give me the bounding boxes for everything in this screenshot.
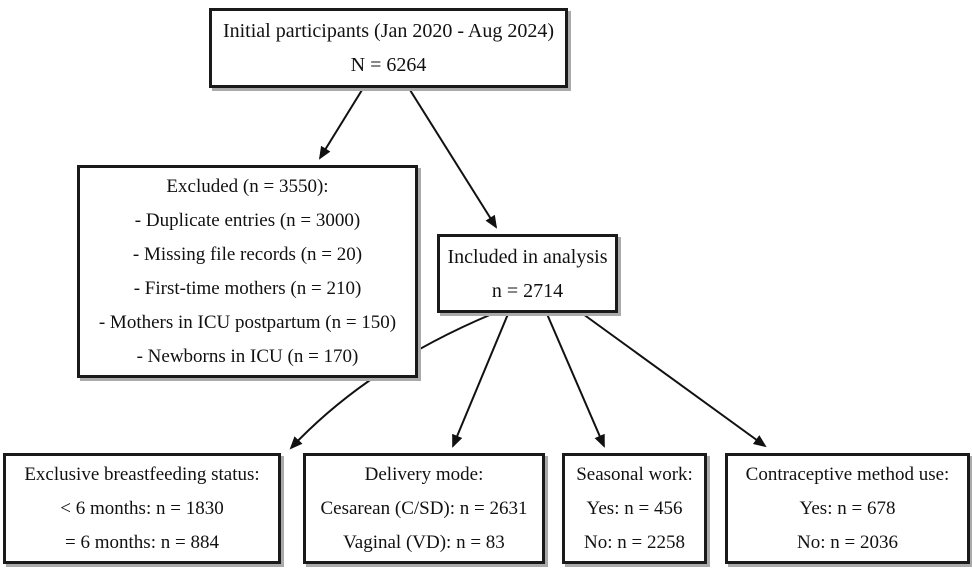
arrow-initial-to-excluded — [318, 89, 363, 160]
included-in-analysis-box: Included in analysis n = 2714 — [437, 234, 618, 313]
delivery-vaginal: Vaginal (VD): n = 83 — [343, 531, 505, 553]
breastfeeding-status-box: Exclusive breastfeeding status: < 6 mont… — [3, 453, 281, 564]
seasonal-title: Seasonal work: — [576, 463, 693, 485]
initial-participants-box: Initial participants (Jan 2020 - Aug 202… — [209, 8, 568, 88]
excluded-reason-newborns-icu: - Newborns in ICU (n = 170) — [136, 345, 359, 367]
excluded-reason-mothers-icu: - Mothers in ICU postpartum (n = 150) — [98, 311, 397, 333]
contraceptive-yes: Yes: n = 678 — [799, 497, 896, 519]
excluded-reason-missing-records: - Missing file records (n = 20) — [132, 243, 363, 265]
contraceptive-use-box: Contraceptive method use: Yes: n = 678 N… — [725, 453, 970, 564]
seasonal-no: No: n = 2258 — [584, 531, 685, 553]
arrow-included-to-seasonal — [546, 313, 605, 448]
breastfeeding-under-6-months: < 6 months: n = 1830 — [60, 497, 224, 519]
delivery-mode-box: Delivery mode: Cesarean (C/SD): n = 2631… — [303, 453, 545, 564]
initial-participants-count: N = 6264 — [350, 54, 427, 76]
included-count: n = 2714 — [491, 279, 564, 302]
excluded-reason-duplicates: - Duplicate entries (n = 3000) — [134, 209, 361, 231]
excluded-reason-first-time-mothers: - First-time mothers (n = 210) — [133, 277, 362, 299]
included-title: Included in analysis — [447, 245, 608, 268]
initial-participants-title: Initial participants (Jan 2020 - Aug 202… — [222, 20, 555, 42]
seasonal-work-box: Seasonal work: Yes: n = 456 No: n = 2258 — [562, 453, 707, 564]
seasonal-yes: Yes: n = 456 — [586, 497, 683, 519]
contraceptive-title: Contraceptive method use: — [745, 463, 950, 485]
contraceptive-no: No: n = 2036 — [797, 531, 898, 553]
breastfeeding-6-months: = 6 months: n = 884 — [65, 531, 219, 553]
delivery-title: Delivery mode: — [364, 463, 484, 485]
delivery-cesarean: Cesarean (C/SD): n = 2631 — [320, 497, 528, 519]
arrow-included-to-contraceptive — [582, 313, 767, 448]
excluded-title: Excluded (n = 3550): — [166, 175, 329, 197]
breastfeeding-title: Exclusive breastfeeding status: — [24, 463, 260, 485]
arrow-initial-to-included — [409, 89, 498, 229]
excluded-box: Excluded (n = 3550): - Duplicate entries… — [77, 165, 418, 378]
arrow-included-to-delivery — [452, 313, 509, 448]
